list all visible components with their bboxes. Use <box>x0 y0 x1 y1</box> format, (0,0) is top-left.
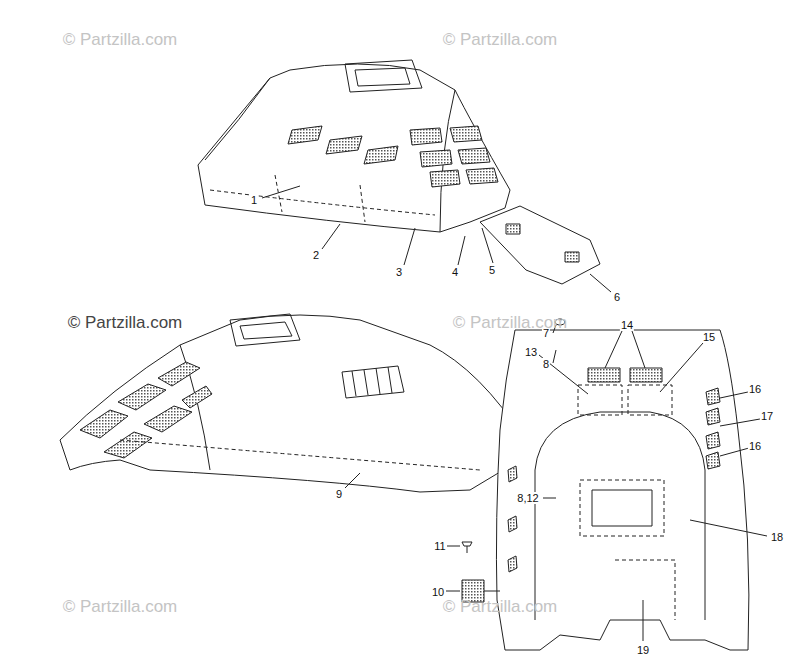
watermark: © Partzilla.com <box>443 30 558 50</box>
watermark: © Partzilla.com <box>453 313 568 333</box>
callout-number: 16 <box>748 383 762 395</box>
callout-number: 13 <box>524 346 538 358</box>
callout-number: 1 <box>250 194 258 206</box>
callout-number: 18 <box>770 531 784 543</box>
watermark: © Partzilla.com <box>63 30 178 50</box>
callout-number: 14 <box>620 319 634 331</box>
callout-number: 15 <box>702 331 716 343</box>
watermark: © Partzilla.com <box>443 597 558 617</box>
callout-number: 16 <box>748 440 762 452</box>
callout-number: 6 <box>613 291 621 303</box>
watermark: © Partzilla.com <box>68 313 183 333</box>
callout-number: 3 <box>395 266 403 278</box>
callout-number: 19 <box>636 644 650 656</box>
callout-number: 2 <box>312 249 320 261</box>
callout-number: 17 <box>760 410 774 422</box>
watermark: © Partzilla.com <box>63 597 178 617</box>
callout-number: 8,12 <box>516 492 539 504</box>
callout-number: 9 <box>335 488 343 500</box>
callout-number: 11 <box>433 540 446 552</box>
callout-number: 10 <box>431 586 445 598</box>
callout-number: 8 <box>542 358 550 370</box>
callout-number: 4 <box>451 266 459 278</box>
callout-number: 5 <box>488 264 496 276</box>
